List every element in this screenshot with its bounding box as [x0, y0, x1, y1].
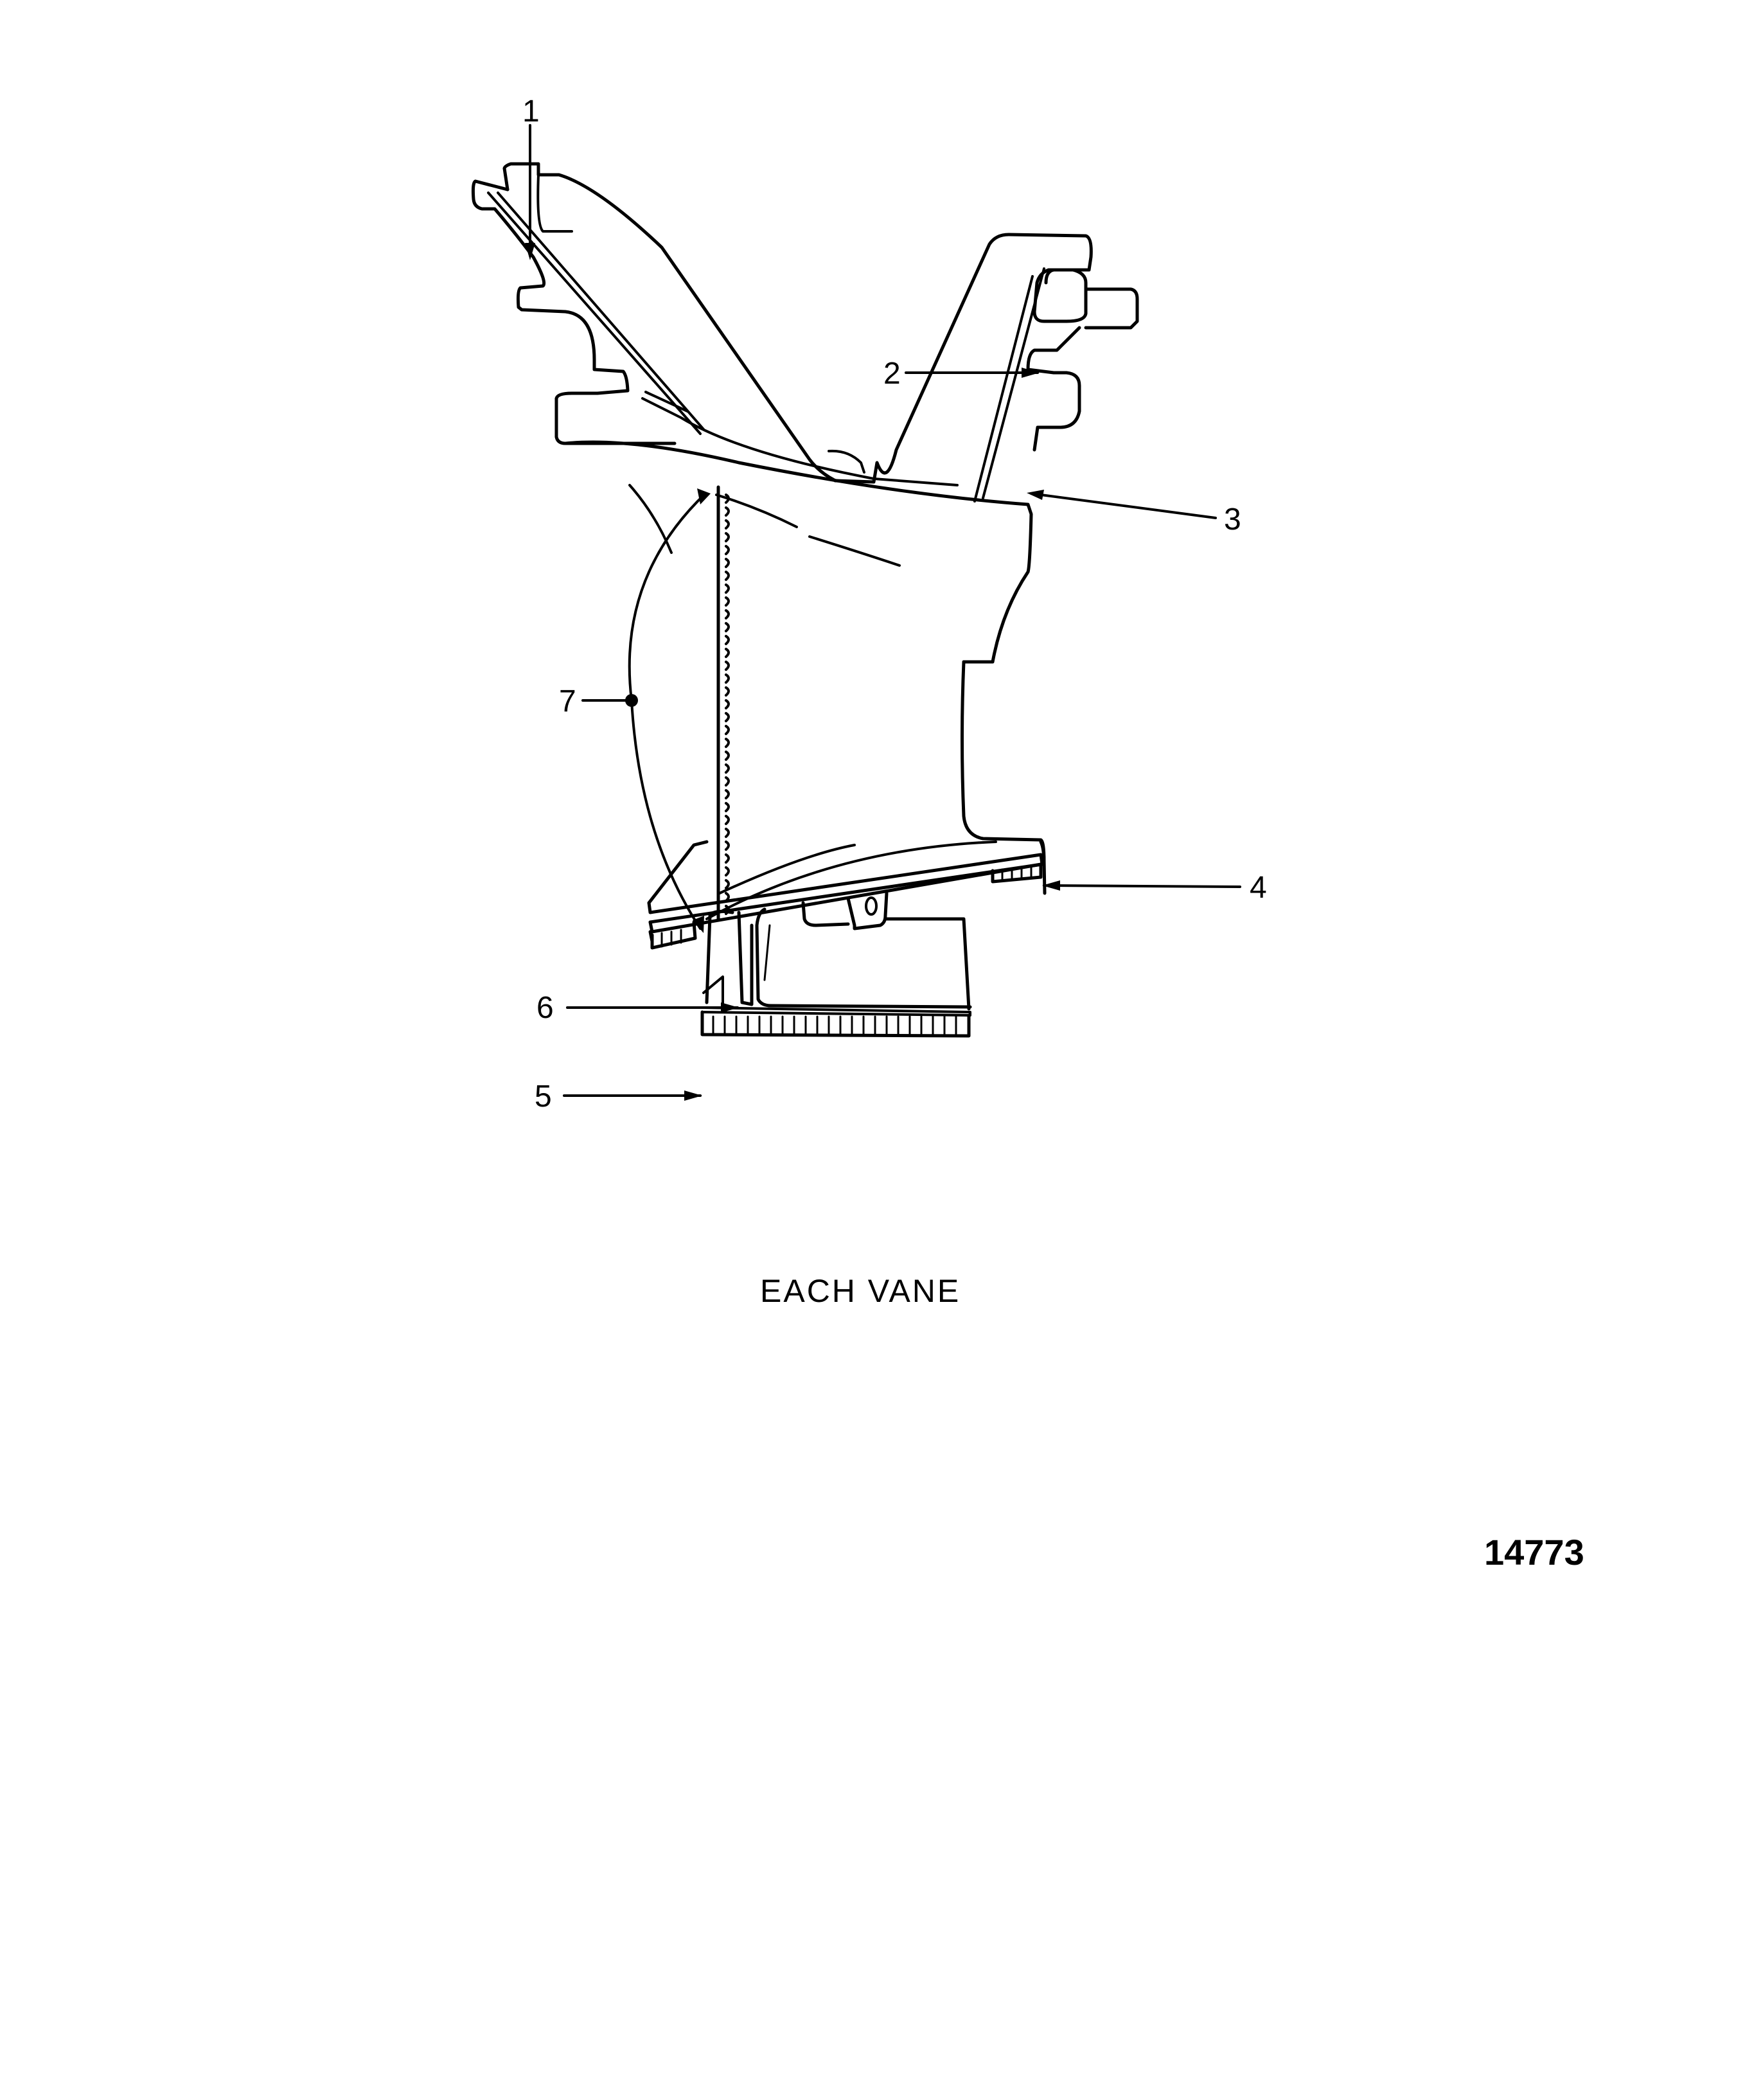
- figure-number: 14773: [1484, 1532, 1584, 1572]
- callout-6: 6: [536, 991, 554, 1025]
- callout-2: 2: [883, 357, 901, 391]
- leader-4: [1043, 884, 1241, 888]
- support-structure: [700, 891, 972, 1038]
- leader-lines: [525, 124, 1241, 1101]
- inner-platform: [647, 840, 1046, 950]
- callout-4: 4: [1250, 871, 1267, 905]
- leader-3: [1030, 492, 1217, 519]
- callout-3: 3: [1224, 503, 1241, 537]
- callout-7: 7: [559, 684, 576, 718]
- cooling-holes: [725, 494, 730, 915]
- callout-5: 5: [535, 1080, 552, 1114]
- airfoil: [628, 484, 1047, 921]
- callout-1: 1: [522, 94, 540, 129]
- outer-platform: [471, 162, 1139, 664]
- figure-caption: EACH VANE: [760, 1273, 961, 1309]
